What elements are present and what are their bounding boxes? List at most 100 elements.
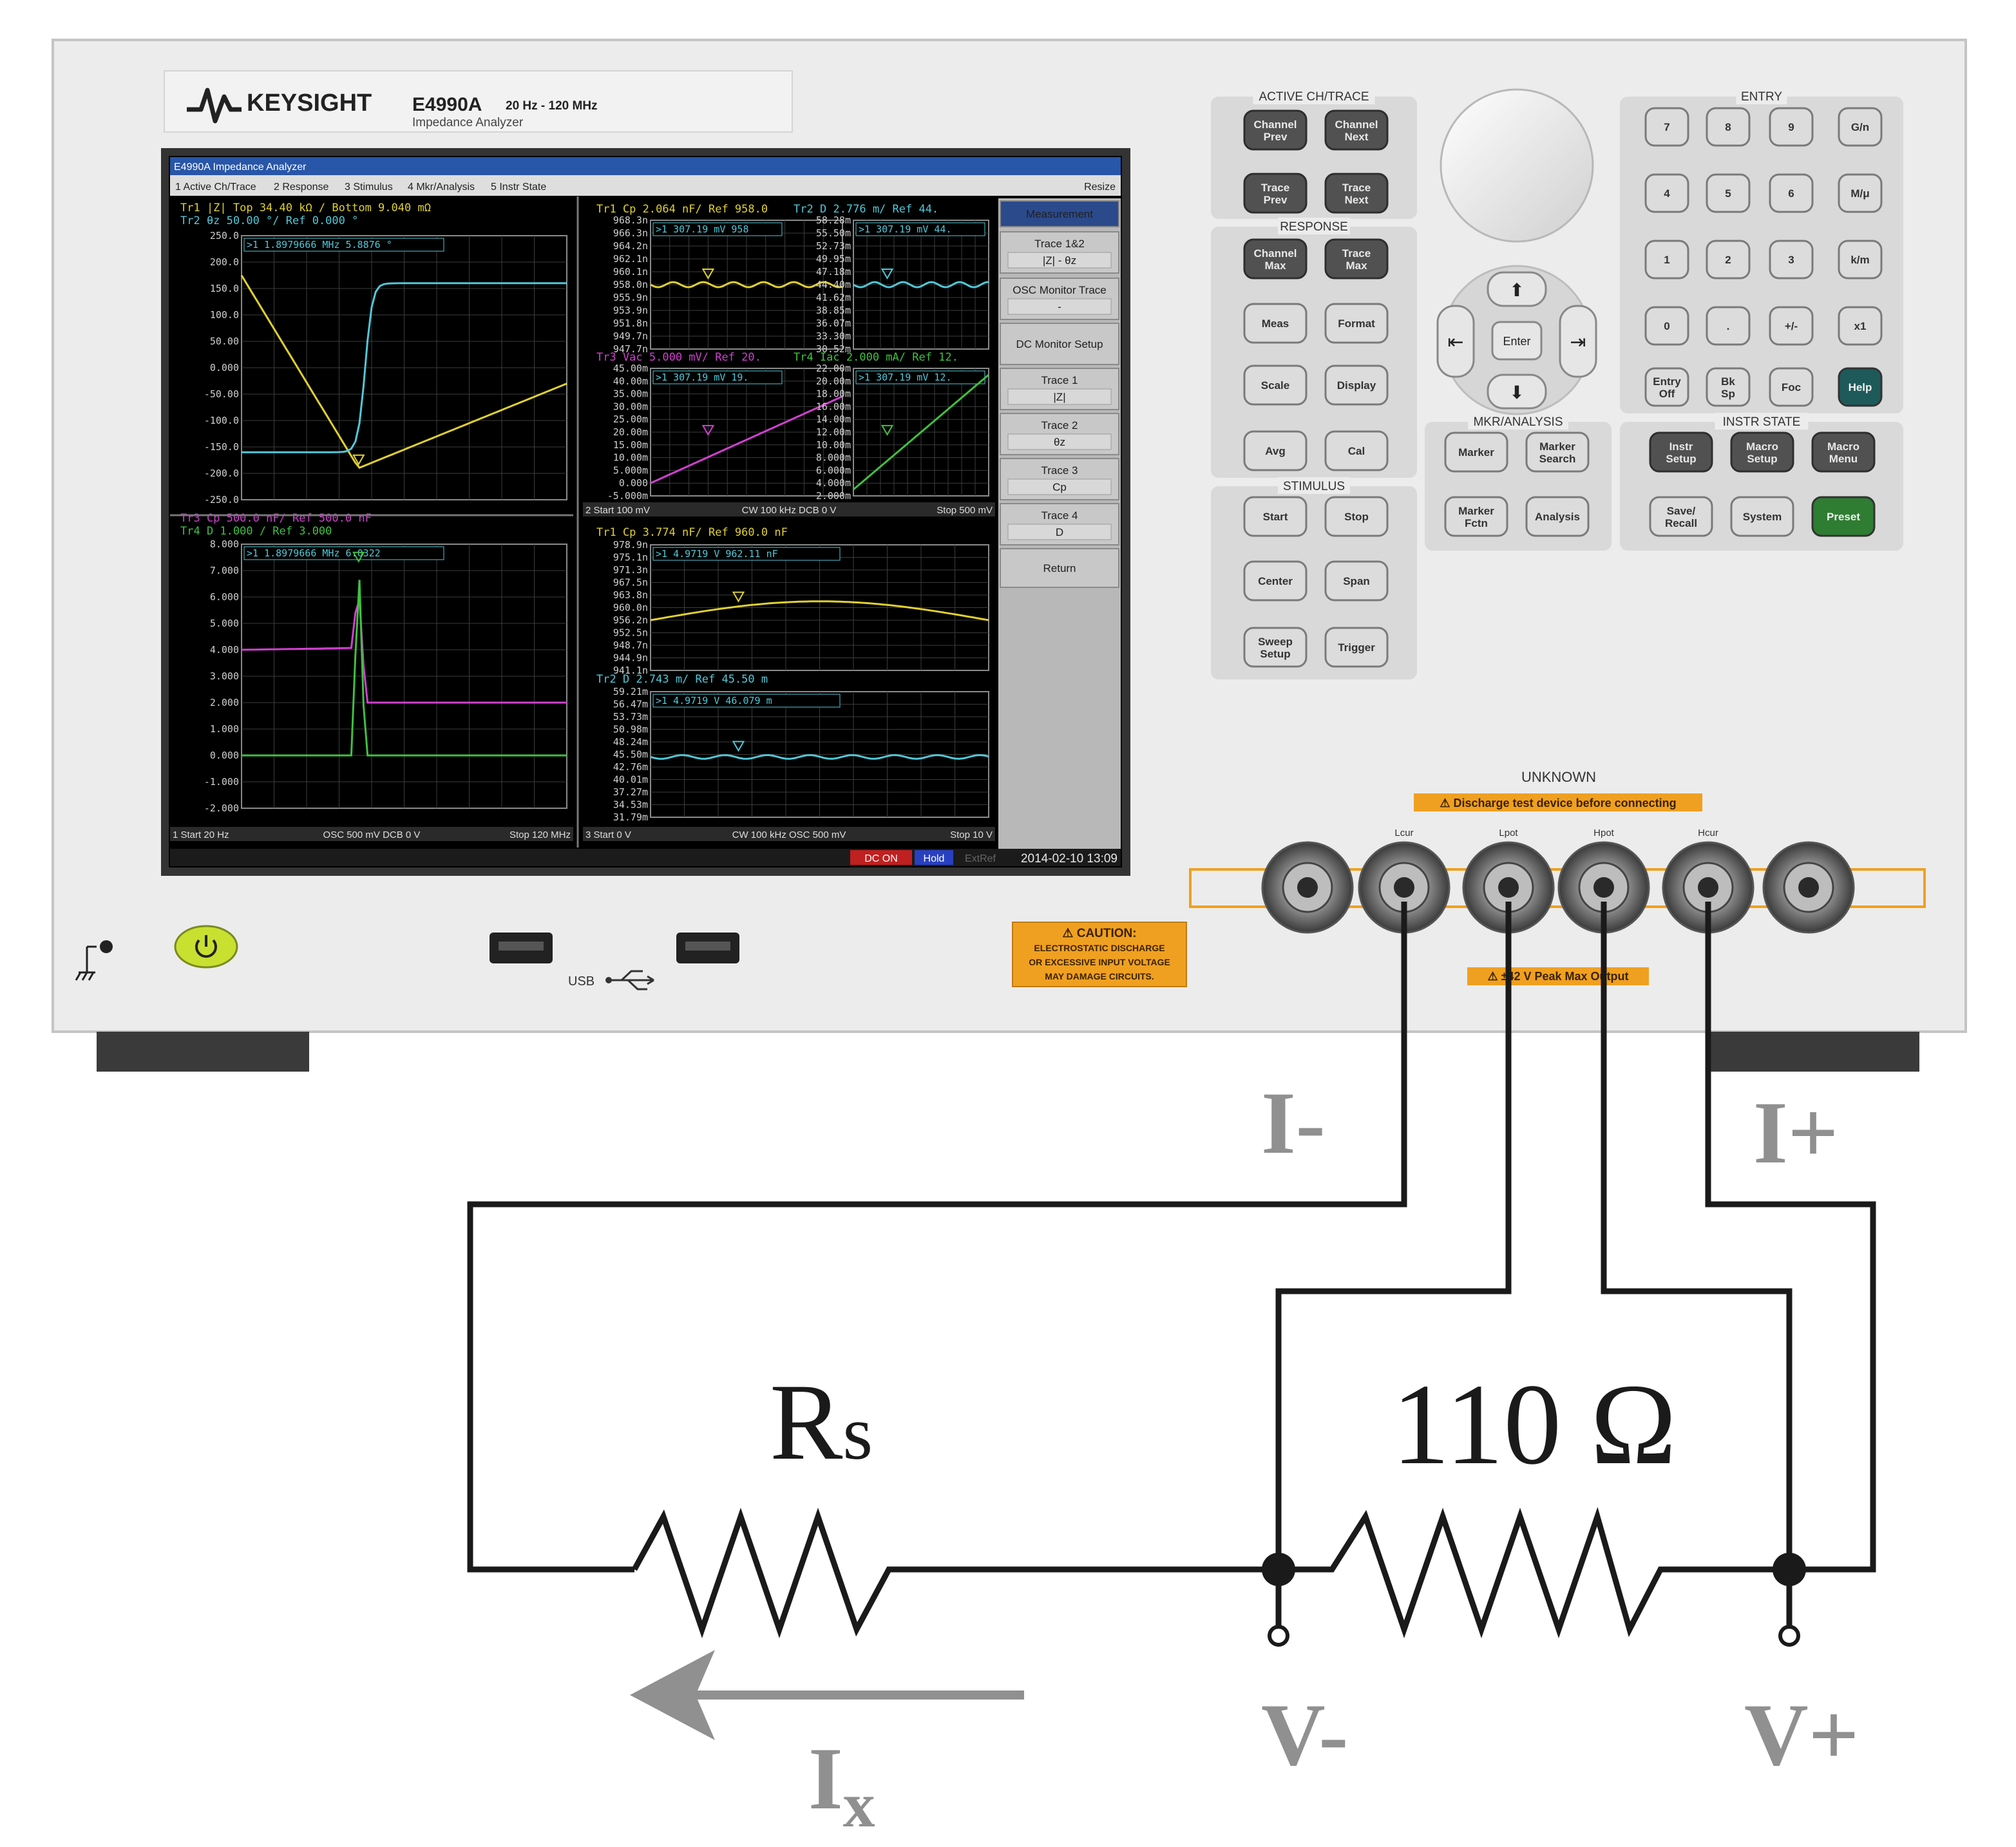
entry-key-3-2[interactable]: +/- xyxy=(1769,306,1814,346)
screen-menu-item[interactable]: 2 Response xyxy=(274,182,328,193)
label-i-plus: I+ xyxy=(1753,1083,1838,1182)
screen-menu-item[interactable]: 4 Mkr/Analysis xyxy=(408,182,475,193)
bnc-connector[interactable]: Hcur xyxy=(1662,828,1754,934)
bnc-connector[interactable]: Lpot xyxy=(1462,828,1555,934)
stimulus-button-3[interactable]: Span xyxy=(1324,560,1389,601)
softkey-1[interactable]: Trace 1&2|Z| - θz xyxy=(1000,231,1119,274)
softkey-value-box xyxy=(1007,524,1112,540)
button-face xyxy=(1324,560,1389,601)
screen-menu-item[interactable]: 3 Stimulus xyxy=(345,182,393,193)
screen-menu-item[interactable]: 1 Active Ch/Trace xyxy=(175,182,256,193)
rotary-knob[interactable] xyxy=(1440,88,1594,243)
mkr-button-3[interactable]: Analysis xyxy=(1525,496,1590,537)
nav-right-button[interactable]: ⇥ xyxy=(1559,305,1597,378)
entry-key-3-0[interactable]: 0 xyxy=(1644,306,1689,346)
nav-left-button[interactable]: ⇤ xyxy=(1436,305,1475,378)
response-button-2[interactable]: Meas xyxy=(1243,303,1308,344)
guard-terminal xyxy=(1762,841,1855,934)
entry-key-2-0[interactable]: 1 xyxy=(1644,240,1689,279)
entry-key-3-3[interactable]: x1 xyxy=(1838,306,1883,346)
stimulus-button-0[interactable]: Start xyxy=(1243,496,1308,537)
tick-label: 6.000 xyxy=(210,591,239,603)
terminal-v-plus xyxy=(1778,1625,1800,1647)
stimulus-button-2[interactable]: Center xyxy=(1243,560,1308,601)
softkey-6[interactable]: Trace 3Cp xyxy=(1000,458,1119,500)
entry-key-1-3[interactable]: M/μ xyxy=(1838,173,1883,213)
softkey-4[interactable]: Trace 1|Z| xyxy=(1000,368,1119,410)
nav-down-button[interactable]: ⬇ xyxy=(1487,374,1547,410)
softkey-0[interactable]: Measurement xyxy=(1000,200,1119,227)
screen-menu-item[interactable]: 5 Instr State xyxy=(491,182,546,193)
button-label: Recall xyxy=(1665,517,1697,529)
entry-key-0-2[interactable]: 9 xyxy=(1769,107,1814,147)
button-label: Help xyxy=(1849,381,1872,393)
tick-label: -50.00 xyxy=(204,388,239,400)
entry-key-0-3[interactable]: G/n xyxy=(1838,107,1883,147)
marker-icon xyxy=(732,591,745,603)
tick-label: -100.0 xyxy=(204,415,239,426)
group-title: RESPONSE xyxy=(1280,220,1348,234)
entry-small-2[interactable]: Foc xyxy=(1769,367,1814,407)
response-button-6[interactable]: Avg xyxy=(1243,430,1308,471)
right-foot xyxy=(1707,1032,1919,1072)
usb-port-1[interactable] xyxy=(490,933,553,963)
button-label: 5 xyxy=(1725,187,1731,200)
power-button[interactable] xyxy=(174,925,238,969)
entry-key-1-2[interactable]: 6 xyxy=(1769,173,1814,213)
usb-port-2[interactable] xyxy=(676,933,739,963)
softkey-7[interactable]: Trace 4 D xyxy=(1000,503,1119,545)
entry-key-1-0[interactable]: 4 xyxy=(1644,173,1689,213)
stimulus-button-5[interactable]: Trigger xyxy=(1324,627,1389,668)
entry-key-2-3[interactable]: k/m xyxy=(1838,240,1883,279)
entry-key-0-1[interactable]: 8 xyxy=(1706,107,1751,147)
softkey-3[interactable]: DC Monitor Setup xyxy=(1000,323,1119,365)
button-face xyxy=(1706,306,1751,346)
button-face xyxy=(1324,109,1389,151)
nav-up-button[interactable]: ⬆ xyxy=(1487,271,1547,307)
instr-button-3[interactable]: Save/Recall xyxy=(1649,496,1713,537)
response-button-4[interactable]: Scale xyxy=(1243,365,1308,406)
entry-key-3-1[interactable]: . xyxy=(1706,306,1751,346)
marker-readout-box xyxy=(652,547,841,561)
softkey-5[interactable]: Trace 2θz xyxy=(1000,413,1119,455)
stimulus-button-1[interactable]: Stop xyxy=(1324,496,1389,537)
softkey-2[interactable]: OSC Monitor Trace- xyxy=(1000,278,1119,320)
softkey-8[interactable]: Return xyxy=(1000,548,1119,588)
softkey-value: Cp xyxy=(1052,481,1067,493)
response-button-3[interactable]: Format xyxy=(1324,303,1389,344)
entry-key-2-1[interactable]: 2 xyxy=(1706,240,1751,279)
softkey-label: Trace 4 xyxy=(1041,509,1078,522)
softkey-value: D xyxy=(1056,526,1063,538)
marker-icon xyxy=(701,269,715,280)
mkr-button-0[interactable]: Marker xyxy=(1444,431,1508,473)
response-button-7[interactable]: Cal xyxy=(1324,430,1389,471)
response-button-5[interactable]: Display xyxy=(1324,365,1389,406)
label-ix-main: I xyxy=(808,1729,843,1828)
entry-small-3[interactable]: Help xyxy=(1838,367,1883,407)
entry-key-1-1[interactable]: 5 xyxy=(1706,173,1751,213)
button-label: 9 xyxy=(1788,121,1794,133)
resize-menu[interactable]: Resize xyxy=(1084,182,1116,193)
instr-button-4[interactable]: System xyxy=(1730,496,1794,537)
button-label: Next xyxy=(1345,131,1369,143)
entry-key-0-0[interactable]: 7 xyxy=(1644,107,1689,147)
instr-button-5[interactable]: Preset xyxy=(1811,496,1876,537)
tick-label: 18.00m xyxy=(816,388,851,400)
enter-button[interactable]: Enter xyxy=(1491,321,1543,361)
button-label: 7 xyxy=(1664,121,1669,133)
entry-key-2-2[interactable]: 3 xyxy=(1769,240,1814,279)
